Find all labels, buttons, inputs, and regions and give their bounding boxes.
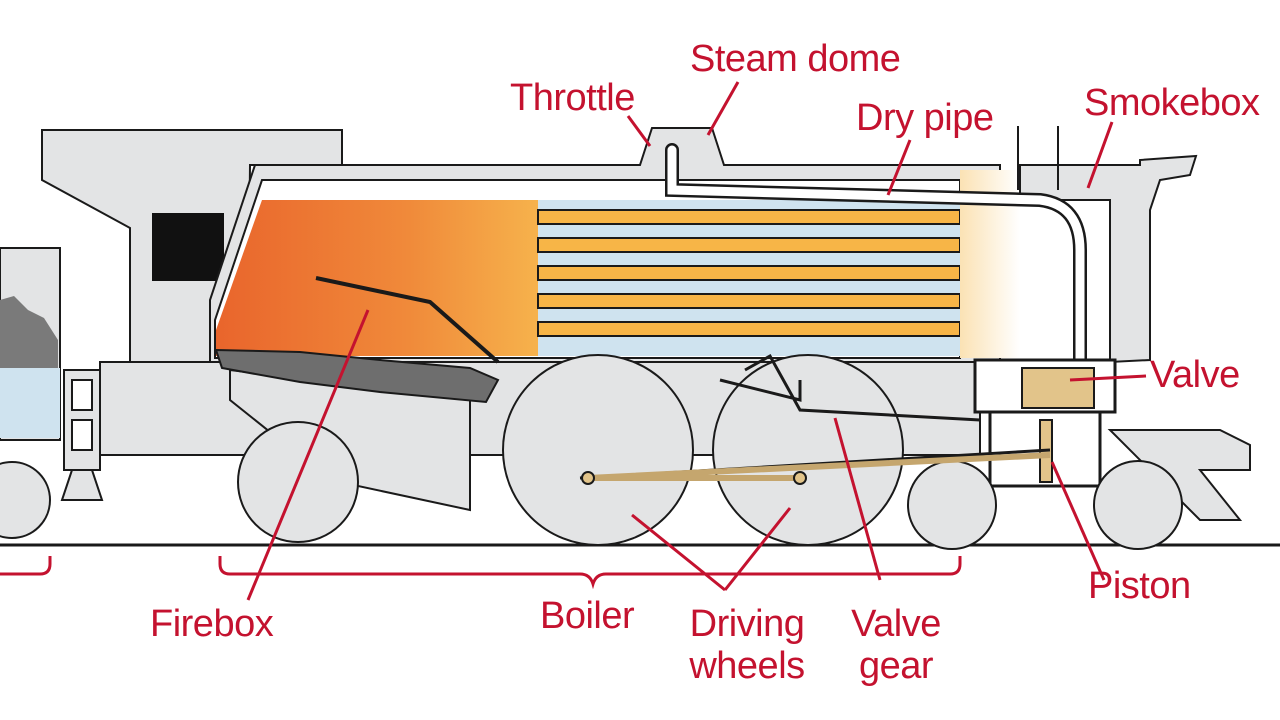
- tender: [0, 247, 104, 539]
- label-valve-gear: Valve gear: [848, 603, 944, 687]
- leader-lines: [246, 81, 1147, 601]
- label-smokebox: Smokebox: [1084, 82, 1260, 124]
- label-valve-gear-line2: gear: [858, 645, 934, 687]
- firebox-arch: [315, 276, 500, 364]
- connecting-rod: [587, 452, 1051, 481]
- label-piston: Piston: [1088, 565, 1191, 607]
- label-dry-pipe: Dry pipe: [856, 97, 994, 139]
- label-firebox: Firebox: [150, 603, 274, 645]
- firebox-coal: [214, 348, 500, 404]
- label-throttle: Throttle: [510, 77, 635, 119]
- smokebox-front: [1019, 154, 1198, 364]
- label-driving-line2: wheels: [689, 645, 805, 687]
- driving-wheel-1: [502, 354, 694, 546]
- label-boiler: Boiler: [540, 595, 635, 637]
- driving-wheel-2: [712, 354, 904, 546]
- brackets: [0, 556, 962, 590]
- pony-wheel: [907, 460, 997, 550]
- pilot: [1107, 429, 1251, 521]
- chimney: [1017, 126, 1059, 190]
- label-steam-dome: Steam dome: [690, 38, 901, 80]
- valve-shape: [1021, 367, 1095, 409]
- wheels: [237, 354, 1183, 550]
- cylinder-assembly: [973, 358, 1117, 488]
- label-driving-line1: Driving: [689, 603, 805, 645]
- label-valve-gear-line1: Valve: [851, 603, 941, 645]
- firebox-fire: [216, 200, 538, 356]
- label-driving-wheels: Driving wheels: [684, 603, 810, 687]
- label-valve: Valve: [1150, 354, 1240, 396]
- leading-wheel: [1093, 460, 1183, 550]
